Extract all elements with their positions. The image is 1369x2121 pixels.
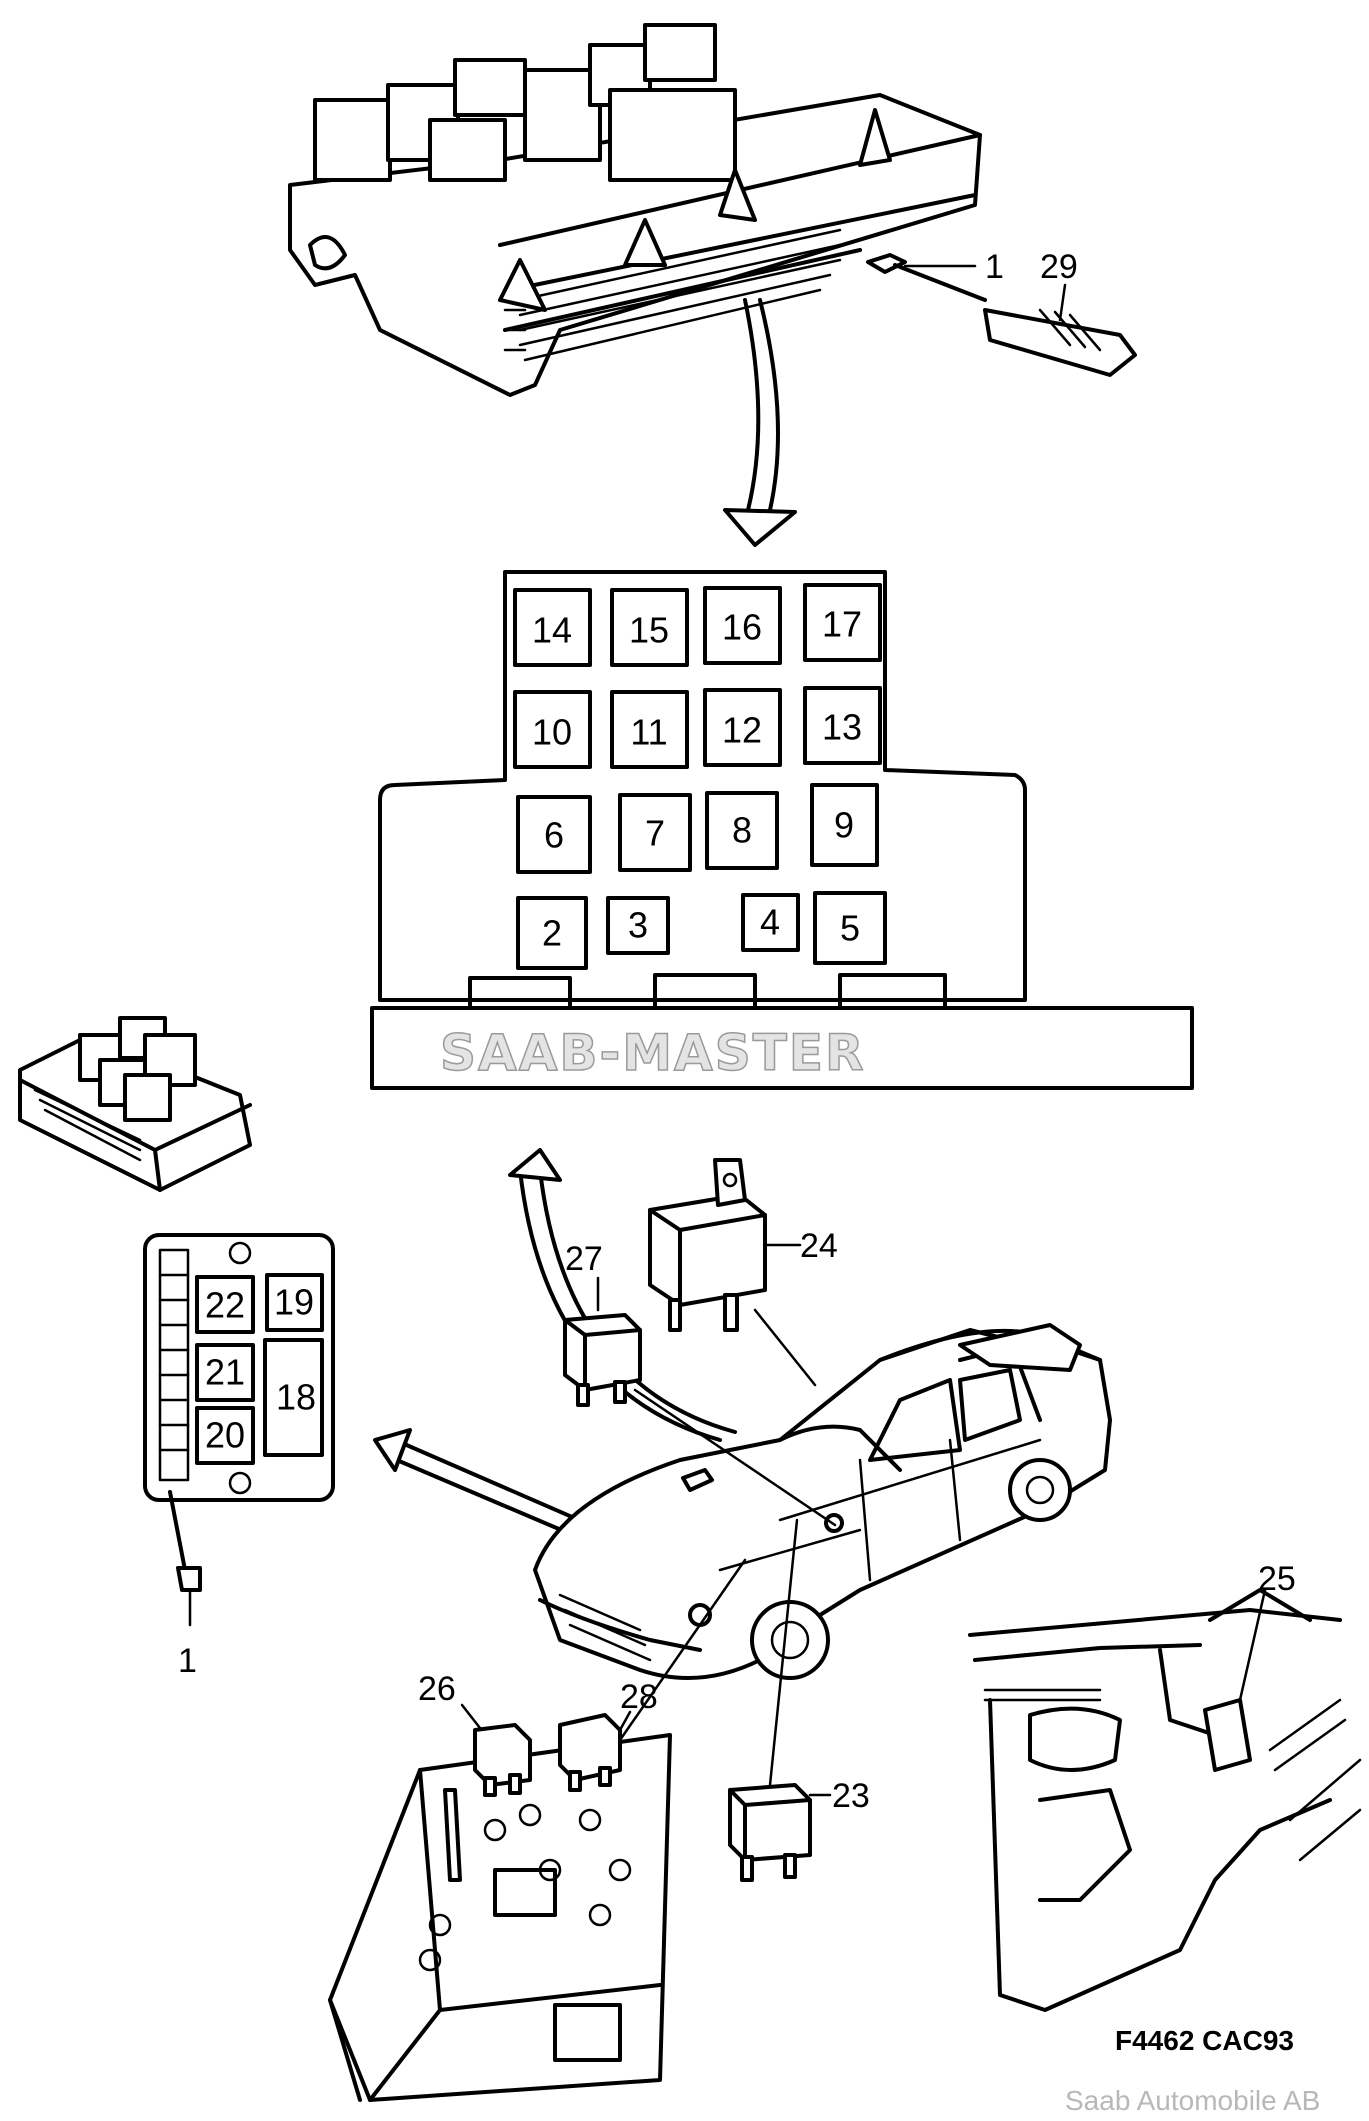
svg-text:28: 28 [620,1678,658,1716]
watermark-text: SAAB-MASTER [440,1024,866,1082]
slot-11: 11 [610,690,689,769]
svg-text:7: 7 [645,813,665,854]
svg-text:22: 22 [205,1285,245,1326]
svg-text:20: 20 [205,1415,245,1456]
relay-26-illustration: 26 [418,1670,532,1797]
fuse-clip-illustration [866,253,987,302]
slot-14: 14 [513,588,592,667]
svg-text:27: 27 [565,1240,603,1278]
main-fuse-relay-box-illustration [288,23,982,397]
slot-9: 9 [810,783,879,867]
svg-text:1: 1 [985,248,1004,286]
relay-24-illustration: 24 [648,1158,838,1387]
svg-text:29: 29 [1040,248,1078,286]
relay-tray-illustration [328,1733,672,2102]
aux-slot-18: 18 [263,1338,324,1457]
svg-text:11: 11 [630,712,667,753]
relay-23-illustration: 23 [728,1518,870,1882]
slot-10: 10 [513,690,592,769]
svg-text:15: 15 [629,610,669,651]
aux-slot-20: 20 [195,1406,255,1465]
slot-17: 17 [803,583,882,662]
relay-27-illustration: 27 [563,1240,837,1527]
callout-fuse-puller: 29 [1040,248,1078,322]
callout-top-clip: 1 [985,248,1004,286]
svg-text:13: 13 [822,707,862,748]
aux-slot-19: 19 [265,1273,324,1332]
svg-text:1: 1 [178,1642,197,1680]
svg-text:8: 8 [732,810,752,851]
fuse-puller-illustration [983,308,1137,377]
svg-text:10: 10 [532,712,572,753]
credit-text: Saab Automobile AB [1065,2085,1320,2116]
slot-4: 4 [741,893,800,952]
svg-text:4: 4 [760,902,780,943]
svg-text:14: 14 [532,610,572,651]
slot-12: 12 [703,688,782,767]
slot-5: 5 [813,891,887,965]
svg-text:25: 25 [1258,1560,1296,1598]
slot-13: 13 [803,686,882,765]
svg-text:17: 17 [822,604,862,645]
svg-text:18: 18 [276,1377,316,1418]
svg-text:12: 12 [722,710,762,751]
svg-text:5: 5 [840,908,860,949]
svg-text:21: 21 [205,1352,245,1393]
relay-28-illustration: 28 [558,1558,747,1792]
svg-text:16: 16 [722,607,762,648]
svg-text:9: 9 [834,805,854,846]
slot-6: 6 [516,795,592,874]
slot-7: 7 [618,793,692,872]
slot-2: 2 [516,896,588,970]
aux-box-illustration [18,1016,252,1192]
drawing-code: F4462 CAC93 [1115,2025,1294,2056]
svg-text:23: 23 [832,1777,870,1815]
aux-box-layout: 22 19 21 18 20 [143,1233,335,1502]
slot-15: 15 [610,588,689,667]
svg-text:6: 6 [544,815,564,856]
aux-slot-21: 21 [195,1343,255,1402]
aux-slot-22: 22 [195,1275,255,1334]
engine-bay-detail: 25 [968,1560,1362,2012]
svg-text:19: 19 [274,1282,314,1323]
slot-16: 16 [703,586,782,665]
main-box-layout: SAAB-MASTER 14 15 16 17 10 11 12 13 6 7 … [370,570,1194,1090]
svg-text:26: 26 [418,1670,456,1708]
svg-text:24: 24 [800,1227,838,1265]
svg-text:3: 3 [628,905,648,946]
slot-8: 8 [705,791,779,870]
svg-text:2: 2 [542,913,562,954]
aux-fuse-clip: 1 [168,1490,202,1680]
slot-3: 3 [606,896,670,955]
arrow-to-layout [723,298,797,547]
